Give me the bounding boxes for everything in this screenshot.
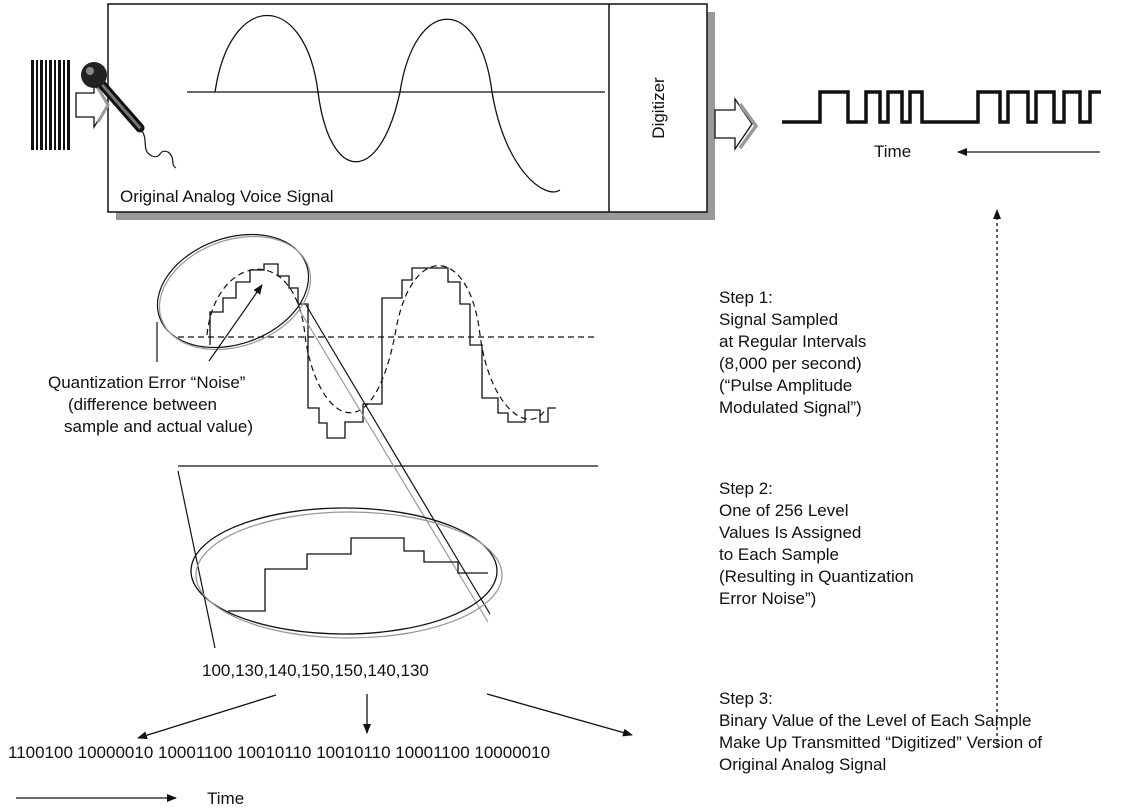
step-2-text: Step 2: One of 256 Level Values Is Assig…	[719, 478, 914, 610]
step-3-text: Step 3: Binary Value of the Level of Eac…	[719, 688, 1042, 776]
digitizer-label: Digitizer	[648, 77, 670, 138]
step-3-line: Original Analog Signal	[719, 754, 1042, 776]
step-2-line: (Resulting in Quantization	[719, 566, 914, 588]
time-label-bottom: Time	[207, 788, 244, 810]
digital-pulse-train	[782, 92, 1101, 122]
step-2-line: to Each Sample	[719, 544, 914, 566]
step-1-text: Step 1: Signal Sampled at Regular Interv…	[719, 287, 866, 419]
noise-line-1: Quantization Error “Noise”	[48, 372, 245, 394]
step-1-line: Modulated Signal”)	[719, 397, 866, 419]
analog-reference-wave	[207, 266, 545, 420]
step-1-line: Step 1:	[719, 287, 866, 309]
step-1-line: (8,000 per second)	[719, 353, 866, 375]
zoomed-steps	[228, 538, 488, 611]
time-label-top: Time	[874, 141, 911, 163]
step-2-line: Values Is Assigned	[719, 522, 914, 544]
step-1-line: Signal Sampled	[719, 309, 866, 331]
noise-line-2: (difference between	[68, 394, 217, 416]
step-1-line: (“Pulse Amplitude	[719, 375, 866, 397]
noise-line-3: sample and actual value)	[64, 416, 253, 438]
step-2-line: One of 256 Level	[719, 500, 914, 522]
arrow-right-icon	[715, 99, 756, 149]
step-3-line: Step 3:	[719, 688, 1042, 710]
arrow-to-binary-right	[487, 694, 632, 735]
step-2-line: Error Noise”)	[719, 588, 914, 610]
step-3-line: Binary Value of the Level of Each Sample	[719, 710, 1042, 732]
step-1-line: at Regular Intervals	[719, 331, 866, 353]
stepped-samples	[210, 264, 556, 438]
sample-values-text: 100,130,140,150,150,140,130	[202, 660, 429, 682]
analog-signal-label: Original Analog Voice Signal	[120, 186, 334, 208]
binary-values-text: 1100100 10000010 10001100 10010110 10010…	[8, 742, 550, 764]
step-3-line: Make Up Transmitted “Digitized” Version …	[719, 732, 1042, 754]
barcode-icon	[31, 60, 70, 150]
step-2-line: Step 2:	[719, 478, 914, 500]
arrow-to-binary-left	[138, 695, 276, 738]
